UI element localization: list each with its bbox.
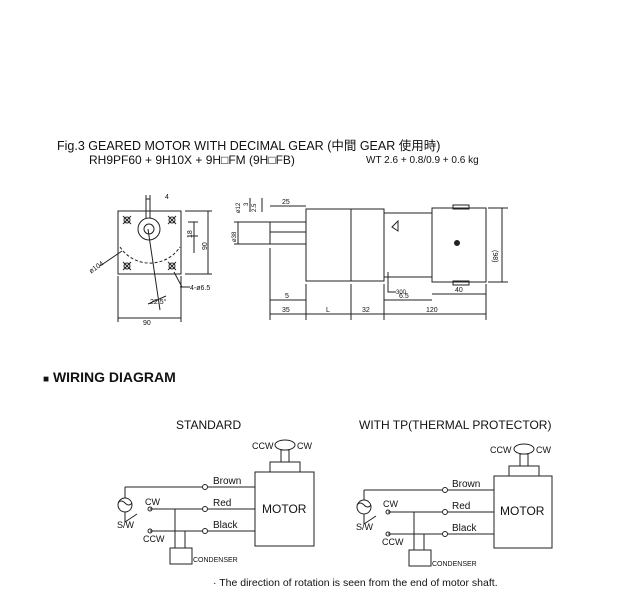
motor-screw [454,240,460,246]
motor-body [431,207,487,283]
mounting-holes [122,215,177,271]
dim-key-h: 3 [244,202,250,206]
tp-wire-brown: Brown [452,479,480,490]
tp-title: WITH TP(THERMAL PROTECTOR) [359,418,552,432]
dim-holes: 4-ø6.5 [190,285,210,292]
output-boss [137,217,161,241]
standard-switch-cw: CW [145,497,160,507]
tp-wire-black: Black [452,523,477,534]
side-shaft-boss [269,221,307,245]
bullet-square: ■ [43,374,50,385]
model-code: RH9PF60 + 9H10X + 9H□FM (9H□FB) [89,153,295,167]
tp-rotation-arrow [513,443,535,455]
dim-90-height: 90 [202,242,209,250]
standard-wire-brown: Brown [213,476,241,487]
dim-4: 4 [165,194,169,201]
standard-switch-ccw: CCW [143,534,165,544]
dim-32: 32 [362,307,370,314]
standard-title: STANDARD [176,418,242,432]
dim-boss-dia: ø38 [232,231,238,242]
standard-wire-black: Black [213,520,238,531]
rotation-note: · The direction of rotation is seen from… [213,577,498,589]
wiring-heading-text: WIRING DIAGRAM [52,369,176,385]
dim-body-h: (98) [491,250,498,262]
dim-120: 120 [426,307,438,314]
tp-ccw: CCW [490,445,512,455]
standard-motor-flange [269,461,301,473]
tp-shaft [519,453,529,467]
motor-vent [391,219,399,232]
dim-6-5: 6.5 [399,293,409,300]
bolt-circle [119,246,181,264]
standard-rotation-arrow [274,439,296,451]
terminal-cap-bottom [452,280,470,286]
wiring-heading: ■ WIRING DIAGRAM [43,369,176,385]
standard-motor-label: MOTOR [262,502,307,516]
dim-35: 35 [282,307,290,314]
dim-L: L [326,307,330,314]
tp-switch-label: S/W [356,522,374,532]
dim-angle: 22.5° [150,298,167,306]
dim-key-w: 2.5 [252,203,258,212]
weight-spec: WT 2.6 + 0.8/0.9 + 0.6 kg [366,155,479,166]
standard-wire-red: Red [213,498,231,509]
dim-shaft-dia: ø12 [236,202,242,213]
tp-wire-red: Red [452,501,470,512]
standard-switch-label: S/W [117,520,135,530]
tp-condenser-label: CONDENSER [432,561,477,568]
lead-wire [387,272,396,293]
tp-condenser [408,549,432,567]
standard-ccw: CCW [252,441,274,451]
tp-switch-ccw: CCW [382,537,404,547]
dim-lead: 300 [396,290,407,296]
figure-caption: Fig.3 GEARED MOTOR WITH DECIMAL GEAR (中間… [57,135,440,154]
figure-caption-text: Fig.3 GEARED MOTOR WITH DECIMAL GEAR [57,139,324,153]
tp-motor-flange [508,465,540,477]
tp-cw: CW [536,445,551,455]
terminal-cap-top [452,204,470,210]
tp-switch-cw: CW [383,499,398,509]
figure-caption-cjk: (中間 GEAR 使用時) [327,139,441,153]
standard-cw: CW [297,441,312,451]
dim-5: 5 [285,293,289,300]
dim-key-len: 25 [282,199,290,206]
tp-motor-label: MOTOR [500,504,545,518]
dim-18: 18 [187,230,194,238]
standard-shaft [280,449,290,463]
standard-condenser-label: CONDENSER [193,557,238,564]
dim-40: 40 [455,287,463,294]
dim-90-width: 90 [143,320,151,327]
standard-condenser [169,547,193,565]
